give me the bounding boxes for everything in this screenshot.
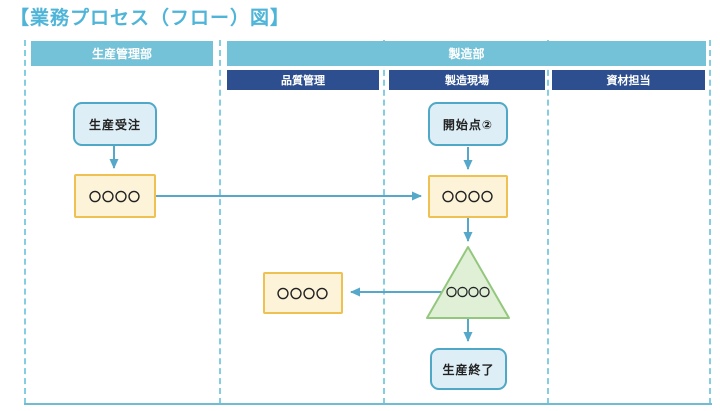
- node-process-mgmt: 〇〇〇〇: [74, 174, 156, 218]
- page-title: 【業務プロセス（フロー）図】: [10, 8, 291, 29]
- sublane-header-manufacturing-floor: 製造現場: [389, 70, 545, 90]
- sublane-header-materials: 資材担当: [552, 70, 705, 90]
- lane-header-production-management: 生産管理部: [31, 41, 213, 66]
- node-production-end: 生産終了: [430, 348, 507, 390]
- node-start-point2: 開始点②: [428, 102, 508, 146]
- node-decision-label: 〇〇〇〇: [446, 287, 490, 299]
- lane-divider-1: [219, 40, 221, 404]
- lane-divider-right: [709, 40, 711, 404]
- node-order-start: 生産受注: [73, 102, 157, 146]
- lane-header-manufacturing: 製造部: [227, 41, 706, 66]
- node-process-factory: 〇〇〇〇: [428, 175, 508, 218]
- lane-divider-left: [24, 40, 26, 404]
- decision-triangle-shape: [426, 246, 510, 319]
- lane-divider-2: [383, 40, 385, 404]
- frame-bottom-border: [24, 403, 712, 405]
- sublane-header-quality-control: 品質管理: [227, 70, 379, 90]
- node-process-quality: 〇〇〇〇: [263, 272, 343, 314]
- lane-divider-3: [547, 40, 549, 404]
